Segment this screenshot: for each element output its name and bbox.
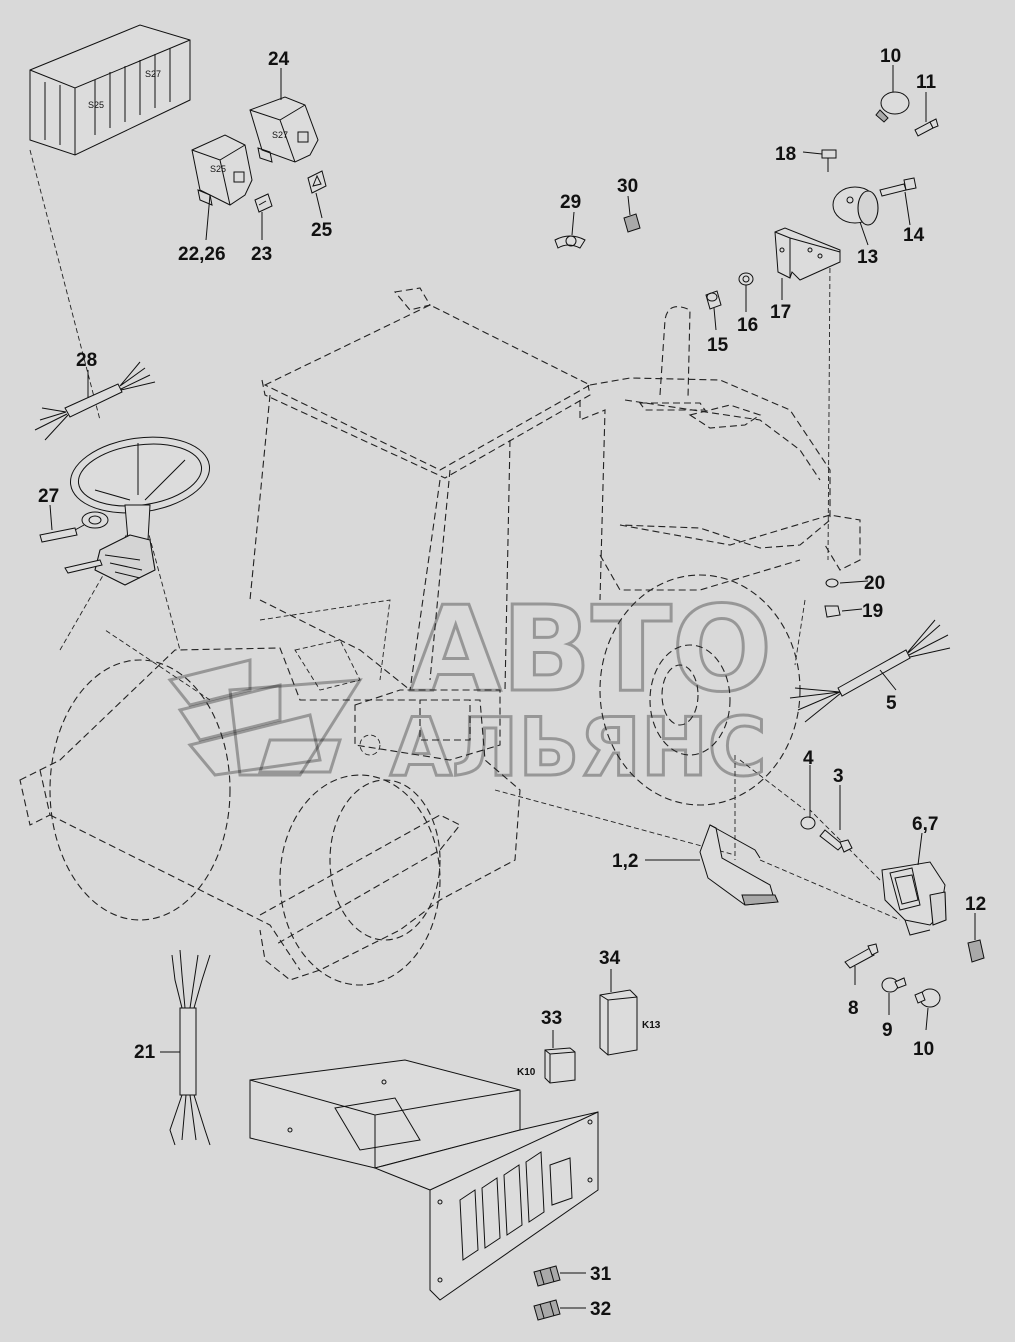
part-25-symbol [307,170,327,194]
part-10-bulb-top [875,91,910,123]
part-22-26-switch: S25 [191,134,253,206]
part-34-relay: K13 [599,989,661,1056]
switch-label-s25-small: S25 [210,164,226,174]
part-28-wire [34,361,156,441]
watermark-line2: АЛЬЯНС [390,701,767,794]
part-15-bushing [705,290,722,310]
part-18-bolt [821,149,837,172]
roller-outline [19,149,901,986]
callout-16: 16 [737,315,758,336]
callout-14: 14 [903,225,925,246]
leader-lines [49,65,976,1309]
callout-21: 21 [134,1042,156,1063]
part-13-beacon [832,186,879,226]
callout-32: 32 [590,1299,611,1320]
part-33-relay: K10 [517,1047,576,1084]
steering-wheel [69,436,211,586]
callout-13: 13 [857,247,878,268]
part-21-cable [169,949,211,1146]
callout-1-2: 1,2 [612,851,638,872]
watermark-line1: АВТО [410,580,772,718]
switch-label-s25: S25 [88,100,104,110]
callout-12: 12 [965,894,986,915]
callout-29: 29 [560,192,581,213]
part-31-fuse [533,1265,561,1287]
callout-17: 17 [770,302,791,323]
callout-25: 25 [311,220,333,241]
callout-18: 18 [775,144,796,165]
callout-33: 33 [541,1008,562,1029]
switch-label-s27-small: S27 [272,130,288,140]
part-17-bracket [774,227,841,281]
watermark-logo [167,658,363,777]
callout-6-7: 6,7 [912,814,938,835]
callout-22-26: 22,26 [178,244,226,265]
relay-label-k13: K13 [642,1020,661,1031]
part-10-bulb-bottom [914,988,941,1008]
relay-label-k10: K10 [517,1067,536,1078]
callout-8: 8 [848,998,859,1019]
part-6-7-work-lamp [881,861,947,936]
callout-30: 30 [617,176,638,197]
callout-27: 27 [38,486,59,507]
callout-labels: 24 22,26 23 25 29 30 10 11 18 13 14 17 1… [38,46,986,1320]
callout-15: 15 [707,335,729,356]
fuse-panel [249,1059,599,1301]
switch-panel: S25 S27 [29,24,191,156]
callout-19: 19 [862,601,883,622]
part-29-clip [554,235,586,249]
part-12-connector [967,939,985,963]
part-1-2-bracket [699,824,779,906]
part-4-washer [800,816,816,830]
watermark: АВТО АЛЬЯНС [167,579,774,796]
part-16-nut [738,272,754,286]
part-30-connector [623,213,641,233]
part-23-symbol [254,193,273,213]
part-3-bolt [819,829,853,853]
callout-24: 24 [268,49,290,70]
part-19-nut [824,605,841,618]
callout-5: 5 [886,693,897,714]
part-9-bulb [881,977,907,993]
part-24-switch: S27 [249,96,319,163]
callout-11: 11 [916,72,937,93]
callout-10-bottom: 10 [913,1039,934,1060]
callout-23: 23 [251,244,272,265]
callout-4: 4 [803,748,814,769]
callout-31: 31 [590,1264,612,1285]
part-14-screw [879,177,917,197]
joystick-lever [64,559,103,574]
callout-10-top: 10 [880,46,901,67]
callout-20: 20 [864,573,885,594]
part-27-key [39,511,109,543]
callout-3: 3 [833,766,844,787]
switch-label-s27: S27 [145,69,161,79]
callout-9: 9 [882,1020,893,1041]
part-8-pin [844,943,879,969]
callout-28: 28 [76,350,97,371]
callout-34: 34 [599,948,621,969]
part-11-bulb-small [914,118,939,137]
part-32-fuse [533,1299,561,1321]
part-5-wire [789,619,951,723]
part-20-washer [825,578,839,588]
